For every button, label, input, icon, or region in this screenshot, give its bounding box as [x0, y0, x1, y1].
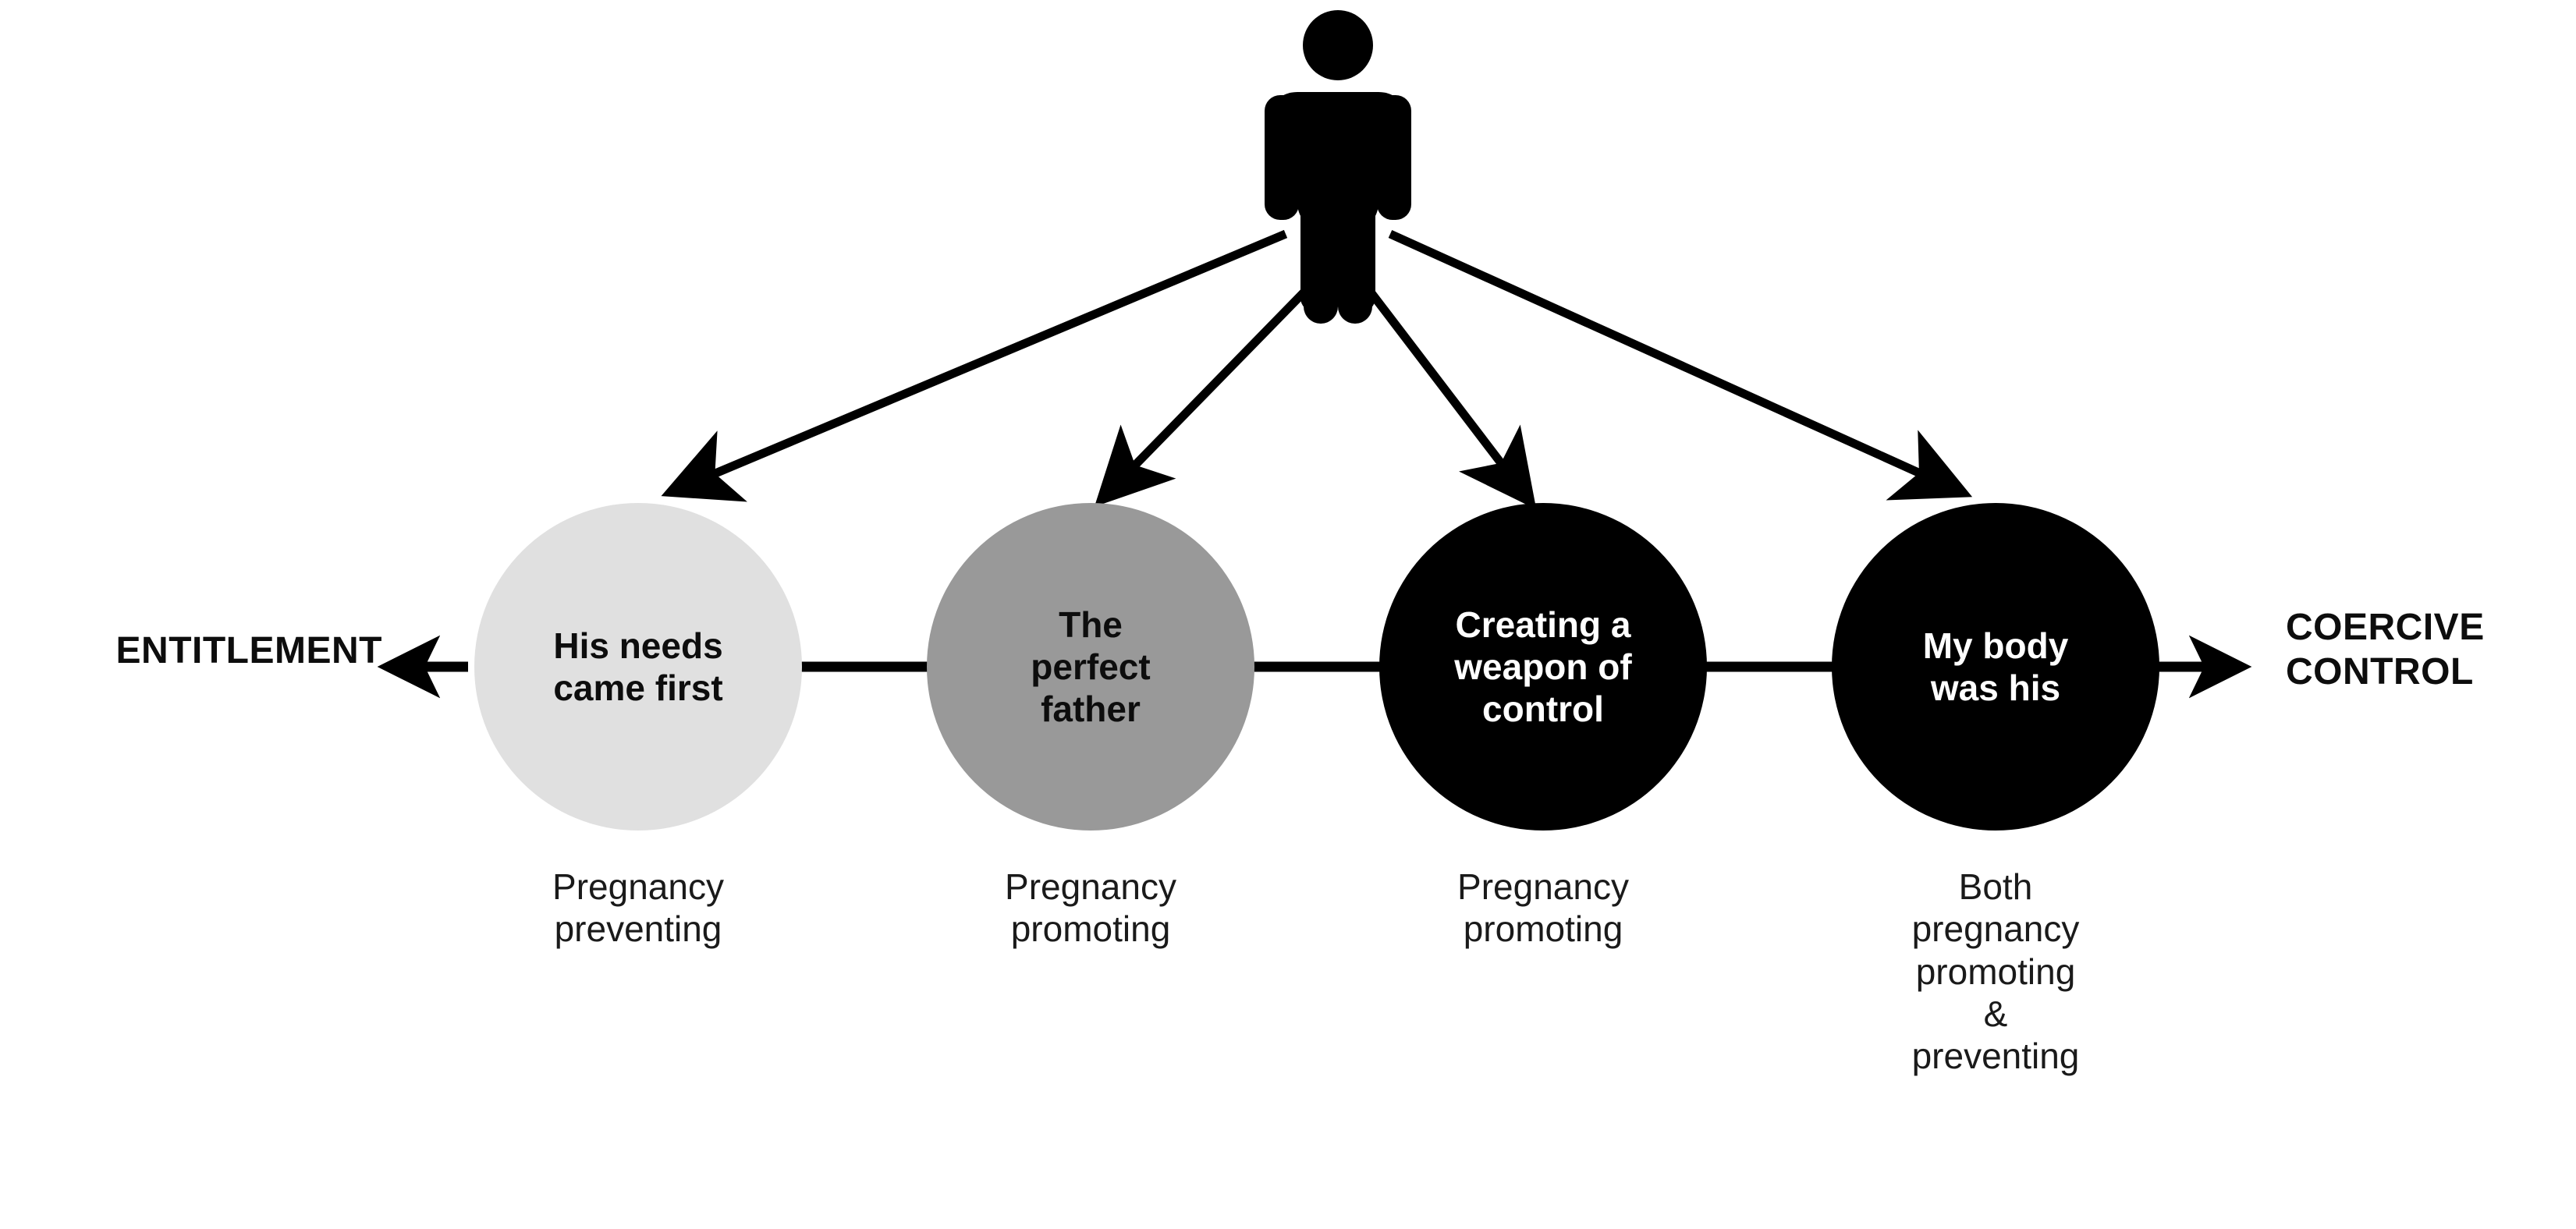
- caption-node-4: Both pregnancy promoting & preventing: [1911, 866, 2080, 1077]
- node-label: The perfect father: [1031, 604, 1151, 730]
- axis-label-entitlement: ENTITLEMENT: [115, 630, 382, 671]
- axis-label-coercive-control: COERCIVE CONTROL: [2286, 607, 2485, 692]
- person-pictogram-icon: [1265, 10, 1411, 324]
- node-creating-a-weapon-of-control[interactable]: Creating a weapon of control: [1379, 503, 1707, 831]
- node-label: His needs came first: [553, 625, 723, 708]
- node-the-perfect-father[interactable]: The perfect father: [927, 503, 1254, 831]
- node-label: My body was his: [1922, 625, 2069, 708]
- node-label: Creating a weapon of control: [1454, 604, 1632, 730]
- caption-node-1: Pregnancy preventing: [552, 866, 724, 950]
- node-my-body-was-his[interactable]: My body was his: [1832, 503, 2159, 831]
- node-his-needs-came-first[interactable]: His needs came first: [474, 503, 802, 831]
- arrow-to-node-3: [1363, 284, 1537, 510]
- caption-node-2: Pregnancy promoting: [1005, 866, 1176, 950]
- arrow-to-node-1: [661, 229, 1288, 502]
- arrow-to-node-2: [1094, 284, 1312, 507]
- arrow-to-node-4: [1388, 229, 1973, 501]
- caption-node-3: Pregnancy promoting: [1457, 866, 1629, 950]
